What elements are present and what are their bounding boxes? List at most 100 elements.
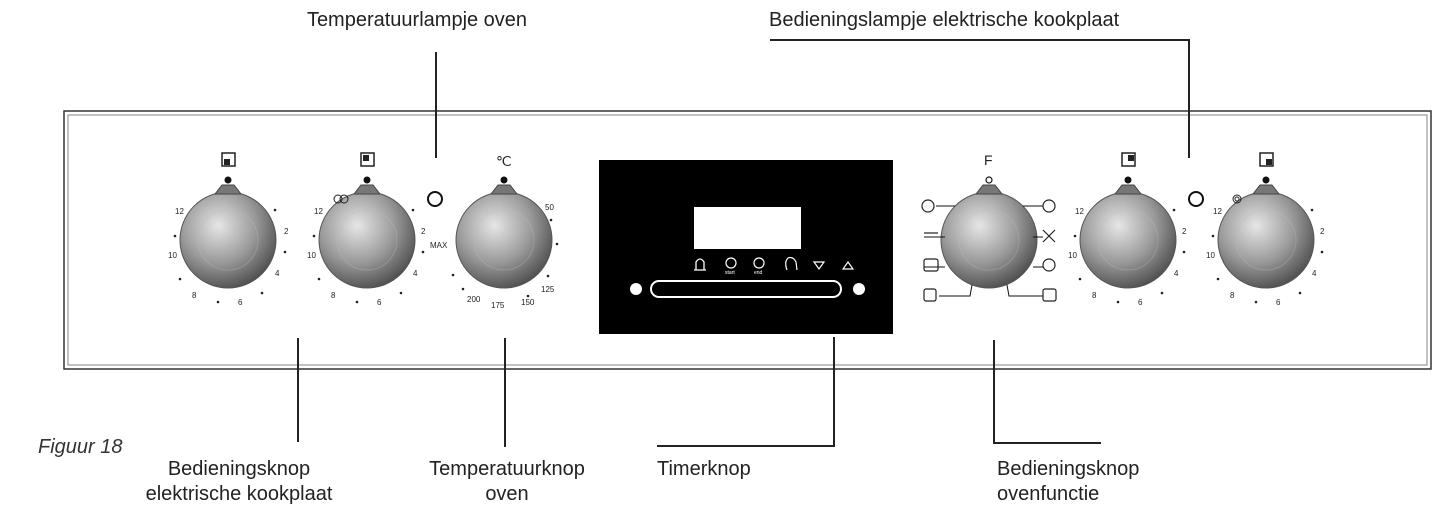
- end-icon-label: end: [754, 270, 763, 276]
- scale-label: 12: [1075, 207, 1084, 216]
- dual-circuit-icon: [1232, 194, 1242, 204]
- scale-dot: [1182, 250, 1186, 254]
- knob-6-indicator-dot: [1262, 176, 1270, 184]
- dual-circuit-icon-inner: [1234, 196, 1240, 202]
- scale-dot: [1254, 300, 1258, 304]
- scale-dot: [273, 208, 277, 212]
- hob-knob-1-scale: 12 10 8 6 4 2: [168, 207, 289, 307]
- scale-dot: [546, 274, 550, 278]
- fan-icon: [1042, 258, 1056, 272]
- callout-oven-function-knob-line1: Bedieningsknop: [997, 458, 1140, 480]
- fn-lead-line-8: [1006, 284, 1043, 297]
- callout-hob-lamp: Bedieningslampje elektrische kookplaat: [769, 9, 1120, 31]
- scale-dot: [216, 300, 220, 304]
- timer-left-button: [630, 283, 642, 295]
- hob-knob-4-scale: 12 10 8 6 4 2: [1206, 207, 1325, 307]
- scale-label: 6: [377, 298, 382, 307]
- scale-label: 175: [491, 301, 505, 310]
- scale-label: 4: [275, 269, 280, 278]
- leader-hob-lamp: [770, 39, 1190, 158]
- scale-label: 8: [1092, 291, 1097, 300]
- scale-dot: [1310, 208, 1314, 212]
- callout-oven-function-knob-line2: ovenfunctie: [997, 483, 1100, 505]
- hand-icon: [785, 256, 798, 271]
- scale-label: 12: [175, 207, 184, 216]
- hob-knob-2-scale: 12 10 8 6 4 2: [307, 207, 426, 307]
- oven-temp-symbol: ℃: [496, 153, 512, 169]
- scale-dot: [283, 250, 287, 254]
- scale-dot: [1116, 300, 1120, 304]
- leader-oven-function-knob: [993, 340, 1101, 444]
- panel-inner-frame: [67, 114, 1428, 366]
- scale-label-max: MAX: [430, 241, 448, 250]
- scale-dot: [1172, 208, 1176, 212]
- scale-dot: [355, 300, 359, 304]
- scale-dot: [1320, 250, 1324, 254]
- scale-dot: [1211, 234, 1215, 238]
- figure-label: Figuur 18: [38, 436, 123, 458]
- hob-zone-icon-2-fill: [363, 155, 369, 161]
- timer-slider-bar: [650, 280, 842, 298]
- oven-temp-scale: MAX 50 125 150 175 200 ℃: [430, 153, 559, 310]
- hob-zone-icon-1-fill: [224, 159, 230, 165]
- scale-label: 10: [307, 251, 316, 260]
- knob-2-indicator-dot: [363, 176, 371, 184]
- scale-dot: [317, 277, 321, 281]
- end-icon: [753, 257, 765, 269]
- fan-grill-icon: [1042, 288, 1057, 302]
- scale-label: 200: [467, 295, 481, 304]
- hob-zone-icon-3-fill: [1128, 155, 1134, 161]
- scale-label: 2: [1320, 227, 1325, 236]
- start-icon-label: start: [725, 270, 735, 276]
- hob-knob-3-scale: 12 10 8 6 4 2: [1068, 207, 1187, 307]
- scale-dot: [526, 294, 530, 298]
- pizza-icon: [921, 199, 935, 213]
- knob-1-indicator-dot: [224, 176, 232, 184]
- scale-dot: [312, 234, 316, 238]
- knob-5-indicator-dot: [1124, 176, 1132, 184]
- hob-lamp: [1188, 191, 1204, 207]
- knob-3-indicator-dot: [500, 176, 508, 184]
- scale-dot: [461, 287, 465, 291]
- timer-screen: [694, 207, 801, 249]
- fn-lead-line-4: [939, 284, 973, 297]
- up-arrow-icon: [841, 260, 855, 270]
- knob-4-indicator-ring: [985, 176, 993, 184]
- scale-dot: [1160, 291, 1164, 295]
- scale-label: 4: [1312, 269, 1317, 278]
- scale-label: 10: [168, 251, 177, 260]
- function-symbol: F: [984, 152, 993, 168]
- scale-dot: [555, 242, 559, 246]
- top-bottom-heat-icon: [923, 258, 939, 272]
- scale-label: 8: [331, 291, 336, 300]
- callout-hob-knob-line1: Bedieningsknop: [167, 458, 311, 480]
- scale-label: 6: [1276, 298, 1281, 307]
- defrost-icon: [1042, 229, 1056, 243]
- scale-dot: [260, 291, 264, 295]
- scale-dot: [399, 291, 403, 295]
- scale-label: 125: [541, 285, 555, 294]
- scale-dot: [421, 250, 425, 254]
- callout-oven-temp-lamp: Temperatuurlampje oven: [306, 9, 528, 31]
- scale-label: 12: [314, 207, 323, 216]
- scale-dot: [411, 208, 415, 212]
- bell-icon: [694, 258, 706, 271]
- scale-dot: [1078, 277, 1082, 281]
- hob-zone-icon-4-fill: [1266, 159, 1272, 165]
- scale-label: 4: [413, 269, 418, 278]
- start-icon: [725, 257, 737, 269]
- callout-oven-temp-knob-line2: oven: [485, 483, 529, 505]
- scale-dot: [1216, 277, 1220, 281]
- scale-label: 10: [1206, 251, 1215, 260]
- scale-dot: [178, 277, 182, 281]
- scale-dot: [1073, 234, 1077, 238]
- scale-dot: [549, 218, 553, 222]
- oven-temp-lamp: [427, 191, 443, 207]
- scale-label: 6: [1138, 298, 1143, 307]
- callout-oven-temp-knob-line1: Temperatuurknop: [429, 458, 585, 480]
- scale-label: 12: [1213, 207, 1222, 216]
- scale-label: 8: [192, 291, 197, 300]
- lamp-icon: [1042, 199, 1056, 213]
- grill-icon: [923, 288, 937, 302]
